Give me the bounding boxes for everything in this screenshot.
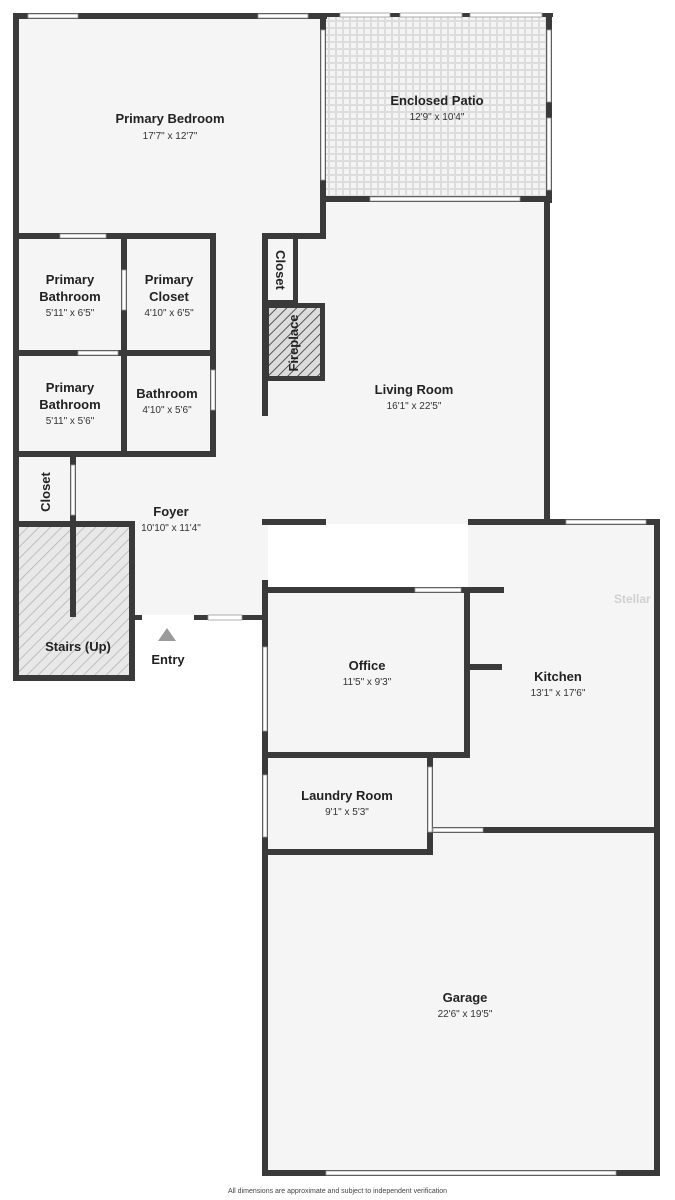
fireplace-label: Fireplace: [286, 314, 301, 371]
living-room-dim: 16'1" x 22'5": [387, 401, 442, 412]
floor-primary-bathroom-1: [17, 236, 123, 353]
entry-arrow-icon: [158, 628, 176, 641]
foyer-closet-label: Closet: [38, 471, 53, 511]
hall-closet-label: Closet: [273, 250, 288, 290]
laundry-room-name: Laundry Room: [301, 788, 393, 803]
floor-kitchen-lower: [430, 753, 658, 830]
bathroom-name: Bathroom: [136, 386, 197, 401]
bathroom-dim: 4'10" x 5'6": [142, 405, 192, 416]
enclosed-patio-dim: 12'9" x 10'4": [410, 112, 465, 123]
living-room-name: Living Room: [375, 382, 454, 397]
watermark: Stellar: [614, 592, 651, 606]
garage-dim: 22'6" x 19'5": [438, 1009, 493, 1020]
primary-bedroom-dim: 17'7" x 12'7": [143, 131, 198, 142]
floor-enclosed-patio: [326, 17, 549, 199]
floor-primary-closet: [123, 236, 214, 353]
floor-garage: [268, 830, 658, 1172]
foyer-name: Foyer: [153, 504, 188, 519]
primary-closet-name-2: Closet: [149, 289, 189, 304]
kitchen-name: Kitchen: [534, 669, 582, 684]
primary-bathroom-2-name-1: Primary: [46, 380, 95, 395]
enclosed-patio-name: Enclosed Patio: [390, 93, 483, 108]
primary-closet-dim: 4'10" x 6'5": [144, 308, 194, 319]
floors: [17, 17, 658, 1172]
primary-bathroom-2-dim: 5'11" x 5'6": [46, 416, 95, 427]
primary-bathroom-1-dim: 5'11" x 6'5": [46, 308, 95, 319]
primary-bathroom-1-name-2: Bathroom: [39, 289, 100, 304]
stairs-label: Stairs (Up): [45, 639, 111, 654]
foyer-dim: 10'10" x 11'4": [141, 523, 201, 534]
floor-bathroom: [123, 353, 214, 454]
primary-bathroom-2-name-2: Bathroom: [39, 397, 100, 412]
office-name: Office: [349, 658, 386, 673]
office-dim: 11'5" x 9'3": [343, 677, 392, 688]
windows: [27, 12, 647, 1176]
floor-primary-bathroom-2: [17, 353, 123, 454]
fireplace-hearth: [268, 307, 321, 378]
room-labels: Primary Bedroom 17'7" x 12'7" Enclosed P…: [38, 93, 586, 1020]
kitchen-dim: 13'1" x 17'6": [531, 688, 586, 699]
garage-name: Garage: [443, 990, 488, 1005]
primary-bedroom-name: Primary Bedroom: [115, 111, 224, 126]
disclaimer: All dimensions are approximate and subje…: [227, 1188, 448, 1195]
floor-office: [268, 590, 468, 753]
entry-label: Entry: [151, 652, 185, 667]
laundry-room-dim: 9'1" x 5'3": [325, 807, 369, 818]
primary-closet-name-1: Primary: [145, 272, 194, 287]
primary-bathroom-1-name-1: Primary: [46, 272, 95, 287]
